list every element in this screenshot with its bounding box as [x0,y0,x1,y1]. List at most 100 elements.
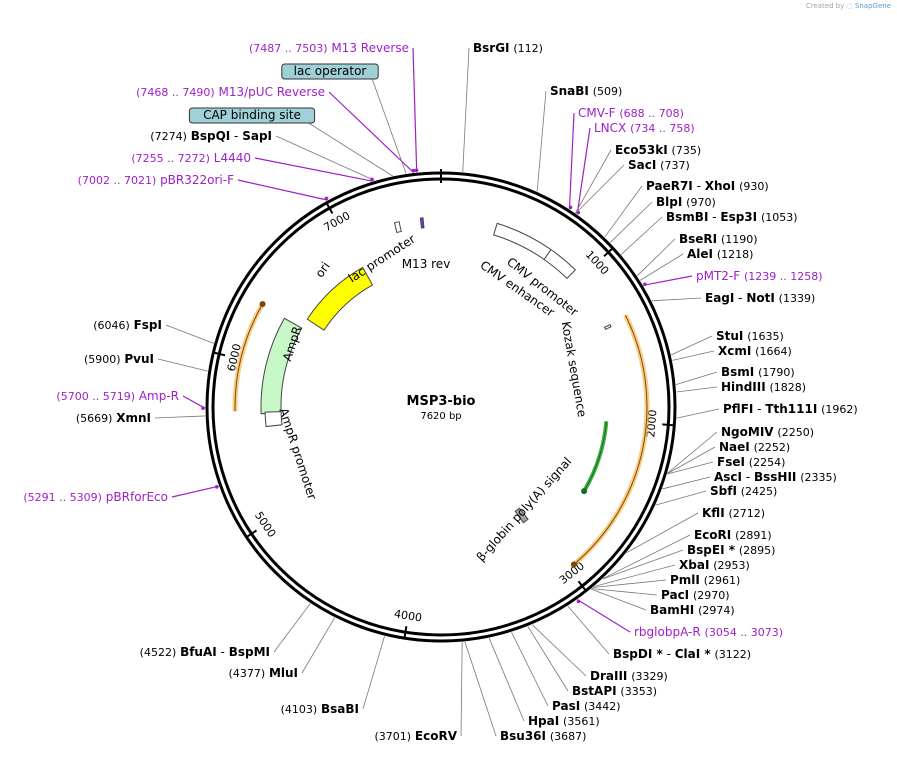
cap-binding-site-label: CAP binding site [203,108,301,122]
site-coords: (2891) [735,529,772,542]
site-coords: (3329) [631,670,668,683]
enzyme-site: BseRI (1190) [679,232,758,246]
orf-arrowhead-icon [570,561,577,568]
leader-kfli [626,512,699,554]
site-coords: (1790) [758,366,795,379]
leader-bfuai [273,603,311,653]
site-coords: (1828) [770,381,807,394]
site-name: StuI [716,329,743,343]
enzyme-site: PasI (3442) [552,699,621,713]
site-name: NgoMIV [721,425,774,439]
site-coords: (3054 .. 3073) [705,626,784,639]
site-name: Amp-R [139,389,179,403]
leader-m13-reverse [412,47,418,173]
site-coords: (3353) [620,685,657,698]
site-name-2: Tth111I [765,402,817,416]
leader-hpai [488,637,525,722]
lac-operator-leader [371,78,407,174]
site-name: M13 Reverse [331,41,409,55]
leader-mlui [301,617,335,674]
site-name: M13/pUC Reverse [219,85,326,99]
site-name: BstAPI [572,684,617,698]
site-coords: (2974) [698,604,735,617]
site-coords: (4522) [140,646,177,659]
primer-marker-icon [576,599,581,604]
site-coords: (1239 .. 1258) [744,270,823,283]
site-name: BspDI * [613,647,663,661]
site-name: BseRI [679,232,717,246]
enzyme-site: StuI (1635) [716,329,784,343]
site-coords: (735) [672,144,702,157]
site-name: BsmI [721,365,754,379]
leader-pbr322ori-f [237,179,328,201]
primer-marker-icon [643,282,647,287]
site-coords: (3561) [563,715,600,728]
enzyme-site: XcmI (1664) [718,344,792,358]
enzyme-site: PmlI (2961) [670,573,740,587]
site-name: DraIII [590,669,627,683]
leader-pbrforeco [171,485,219,498]
leader-blpi [609,201,653,243]
site-name: BfuAI [180,645,217,659]
tick-mark [603,247,614,258]
site-name-2: NotI [746,291,775,305]
site-coords: (1664) [755,345,792,358]
leader-bspqi [275,135,375,181]
site-name: MluI [269,666,298,680]
site-coords: (6046) [93,319,130,332]
leader-bseri [636,238,676,277]
primer-marker-icon [201,406,205,410]
feature-globin-poly-a-signal [514,507,529,524]
feature-lac-promoter [393,221,402,234]
cap-binding-site-box [188,107,316,124]
primer-site: (5291 .. 5309) pBRforEco [23,490,168,504]
site-separator: - [693,179,705,193]
leader-pflfi [676,408,720,419]
site-name: XcmI [718,344,751,358]
tick-label: 5000 [252,509,278,540]
site-separator: - [734,291,746,305]
primer-marker-icon [568,205,573,210]
site-name: HindIII [721,380,766,394]
leader-eagi [651,297,702,302]
primer-site: pMT2-F (1239 .. 1258) [696,269,823,283]
enzyme-site: (4103) BsaBI [281,702,359,716]
site-name: EcoRV [415,729,458,743]
enzyme-site: AscI - BssHII (2335) [714,470,837,484]
primer-marker-icon [414,168,419,173]
leader-naei [667,446,716,474]
site-coords: (2712) [729,507,766,520]
site-coords: (3687) [550,730,587,743]
site-coords: (5900) [84,353,121,366]
feature-kozak-sequence [603,323,612,330]
leader-pvui [157,358,208,372]
site-name: SacI [628,158,656,172]
orf-arc [582,421,609,493]
leader-fspi [165,324,214,344]
tick-mark [662,423,675,427]
site-coords: (688 .. 708) [619,107,684,120]
enzyme-site: HpaI (3561) [528,714,600,728]
site-coords: (1635) [747,330,784,343]
site-coords: (509) [593,85,623,98]
tick-mark [325,202,334,214]
site-coords: (1339) [779,292,816,305]
tick-label: 7000 [322,209,353,234]
site-name: FspI [134,318,162,332]
site-name: AleI [687,247,713,261]
site-name: PflFI [723,402,753,416]
leader-lncx [576,127,591,215]
site-name: Eco53kI [615,143,668,157]
leader-bsrgi [462,47,470,173]
orf-arc-core [583,421,607,492]
enzyme-site: SbfI (2425) [710,484,777,498]
site-coords: (7255 .. 7272) [131,152,210,165]
site-coords: (3122) [715,648,752,661]
site-name: PmlI [670,573,700,587]
site-name: pMT2-F [696,269,740,283]
enzyme-site: (6046) FspI [93,318,162,332]
enzyme-site: EcoRI (2891) [694,528,772,542]
leader-bsu36i [464,641,497,737]
site-coords: (2425) [741,485,778,498]
